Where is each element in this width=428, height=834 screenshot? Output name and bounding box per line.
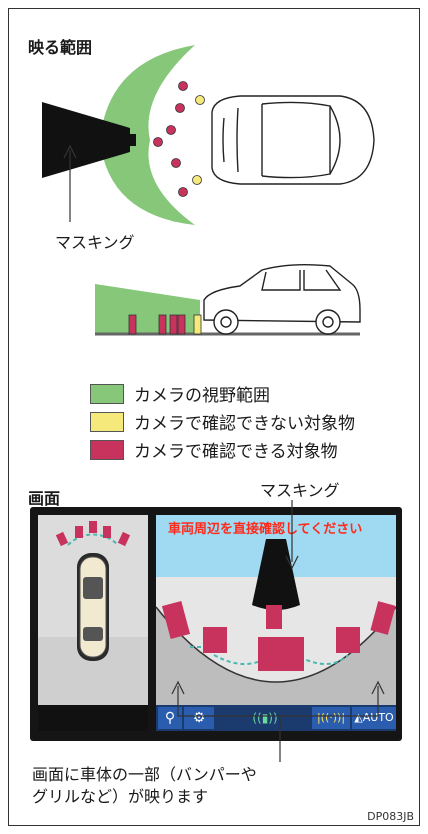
legend-label: カメラで確認できない対象物 [134,414,355,434]
top-view-diagram [42,45,375,225]
sensor-wave-icon: |((·))| [316,711,346,724]
settings-button[interactable]: ⚙ [184,707,214,729]
screen-warning-banner: 車両周辺を直接確認してください [168,522,363,537]
objects-top-view [153,81,205,197]
masking-label-screen: マスキング [260,481,340,500]
sensor-button[interactable]: |((·))| [312,707,350,729]
car-side-view [203,263,361,335]
legend-item-view-range: カメラの視野範囲 [90,381,270,406]
masking-wedge [42,102,130,178]
legend-item-visible: カメラで確認できる対象物 [90,437,338,462]
overhead-car [77,553,109,661]
auto-label: AUTO [362,711,394,724]
screen-graphics [38,515,397,731]
masking-label-top: マスキング [55,233,135,252]
section-title-range: 映る範囲 [28,38,93,57]
overhead-sensors [55,521,131,547]
legend-item-not-visible: カメラで確認できない対象物 [90,409,355,434]
caption: 画面に車体の一部（バンパーや グリルなど）が映ります [32,765,257,806]
section-title-screen: 画面 [28,489,61,508]
screen-objects [161,600,396,671]
search-button[interactable]: ⚲ [158,707,182,729]
figure-code: DP083JB [367,810,414,823]
camera-view-icon: ◭ [354,711,363,724]
legend-swatch-yellow [90,411,124,432]
legend-label: カメラの視野範囲 [134,386,270,406]
monitor-screen: 車両周辺を直接確認してください ⚲ ⚙ ((▮)) |((·))| ◭AUTO [30,507,402,741]
search-icon: ⚲ [164,710,176,726]
sonar-icon: ((▮)) [252,711,278,725]
legend-label: カメラで確認できる対象物 [134,442,338,462]
side-view-diagram [95,263,361,336]
legend-swatch-green [90,383,124,404]
legend-swatch-crimson [90,439,124,460]
car-top-view [211,95,375,185]
auto-view-button[interactable]: ◭AUTO [352,707,396,729]
sonar-indicator: ((▮)) [252,705,278,731]
figure-frame [8,8,420,826]
gear-icon: ⚙ [192,710,206,726]
